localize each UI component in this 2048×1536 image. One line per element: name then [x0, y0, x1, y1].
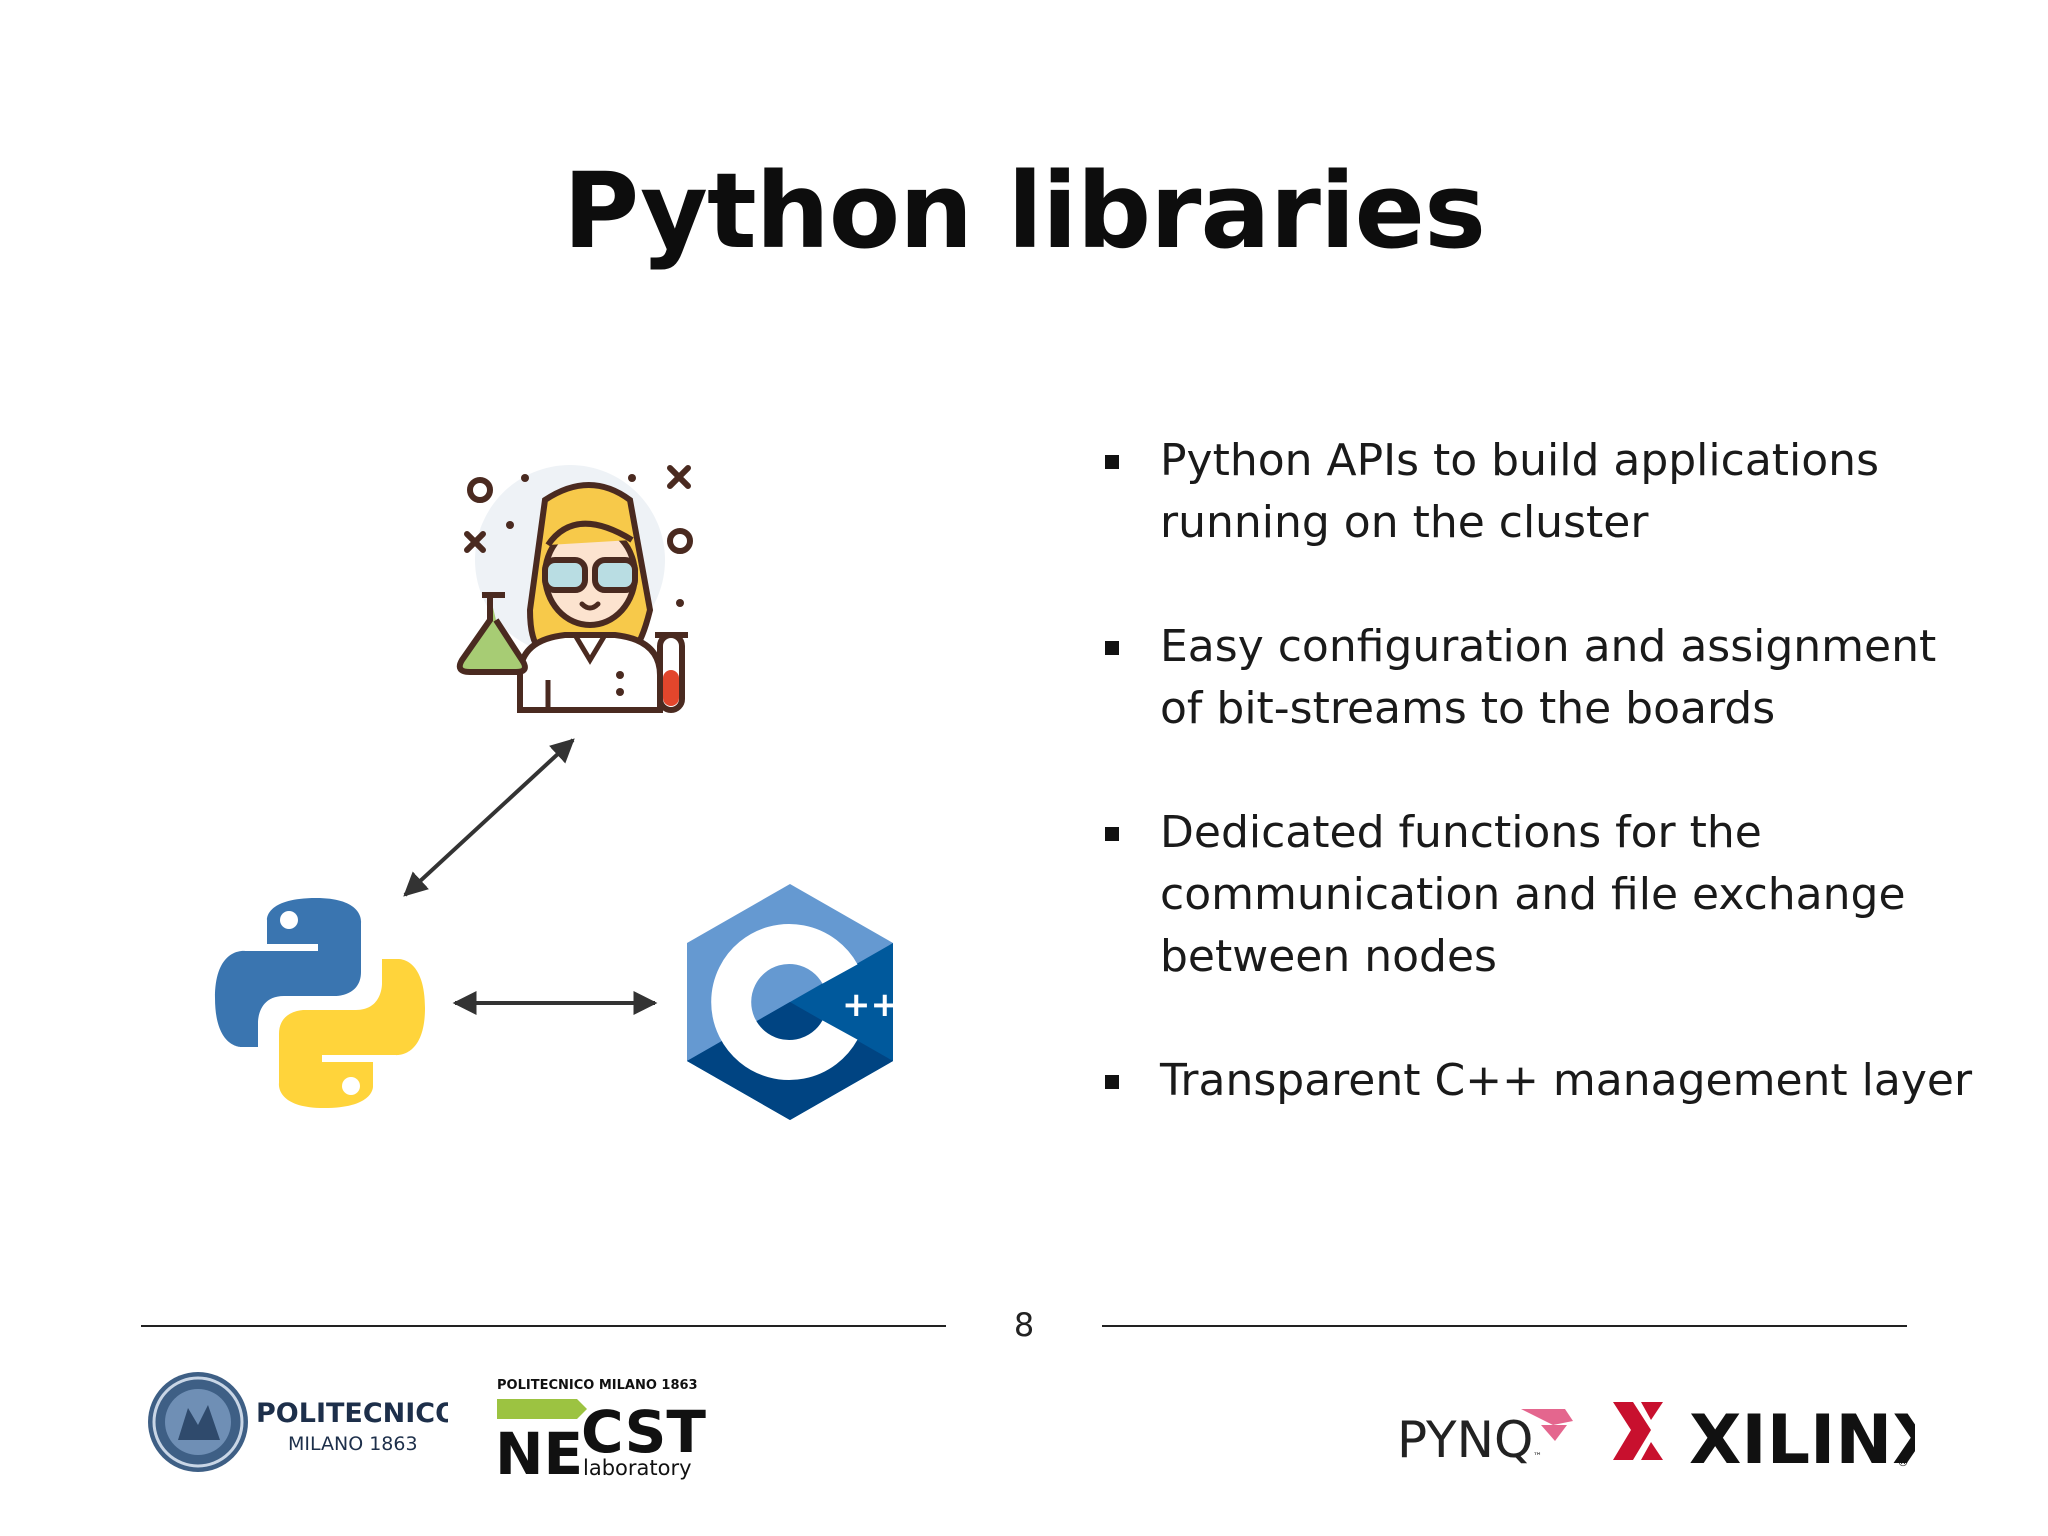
bullet-text: of bit-streams to the boards — [1160, 683, 1776, 734]
necst-lab: laboratory — [583, 1456, 692, 1480]
necst-cst: CST — [581, 1398, 706, 1466]
cpp-logo-icon: ++ — [687, 884, 899, 1120]
xilinx-mark-icon — [1613, 1402, 1663, 1460]
bullet-text: Easy configuration and assignment — [1160, 621, 1937, 672]
footer-rule-right — [1102, 1325, 1907, 1327]
polimi-seal-icon: POLITECNICO MILANO 1863 — [148, 1372, 458, 1472]
bullet-marker — [1105, 641, 1119, 655]
footer-rule-left — [141, 1325, 946, 1327]
necst-logo: POLITECNICO MILANO 1863 NE CST laborator… — [495, 1375, 715, 1488]
bullet-item: Python APIs to build applications runnin… — [1100, 430, 2000, 554]
polimi-logo: POLITECNICO MILANO 1863 — [148, 1370, 458, 1475]
xilinx-text: XILINX — [1689, 1401, 1915, 1480]
pynq-logo: PYNQ ™ — [1395, 1395, 1585, 1475]
bullet-text: Dedicated functions for the — [1160, 807, 1762, 858]
bullet-marker — [1105, 827, 1119, 841]
illustration-canvas: ++ — [215, 465, 899, 1120]
bullet-text: communication and file exchange — [1160, 869, 1906, 920]
arrow-scientist-python — [403, 738, 575, 897]
xilinx-logo: XILINX ® — [1605, 1390, 1945, 1485]
pynq-text: PYNQ — [1397, 1411, 1533, 1469]
svg-text:++: ++ — [842, 985, 899, 1025]
bullet-item: Transparent C++ management layer — [1100, 1050, 2000, 1112]
necst-top-label: POLITECNICO MILANO 1863 — [497, 1378, 698, 1393]
scientist-icon — [456, 465, 693, 713]
polimi-sub: MILANO 1863 — [288, 1433, 418, 1455]
bullet-text: Python APIs to build applications — [1160, 435, 1879, 486]
bullet-text: running on the cluster — [1160, 497, 1649, 548]
pynq-tm: ™ — [1533, 1452, 1542, 1462]
bullet-item: Dedicated functions for the communicatio… — [1100, 802, 2000, 988]
necst-ne: NE — [495, 1420, 583, 1485]
python-logo-icon — [215, 898, 425, 1108]
bullet-marker — [1105, 455, 1119, 469]
bullet-text: between nodes — [1160, 931, 1497, 982]
bullet-item: Easy configuration and assignment of bit… — [1100, 616, 2000, 740]
bullet-list: Python APIs to build applications runnin… — [1100, 430, 2000, 1174]
page-number: 8 — [1013, 1306, 1035, 1344]
bullet-text: Transparent C++ management layer — [1160, 1055, 1973, 1106]
slide-title: Python libraries — [563, 150, 1486, 272]
xilinx-reg: ® — [1897, 1455, 1909, 1469]
architecture-illustration: ++ — [0, 0, 1050, 1250]
polimi-name: POLITECNICO — [256, 1398, 448, 1429]
bullet-marker — [1105, 1075, 1119, 1089]
